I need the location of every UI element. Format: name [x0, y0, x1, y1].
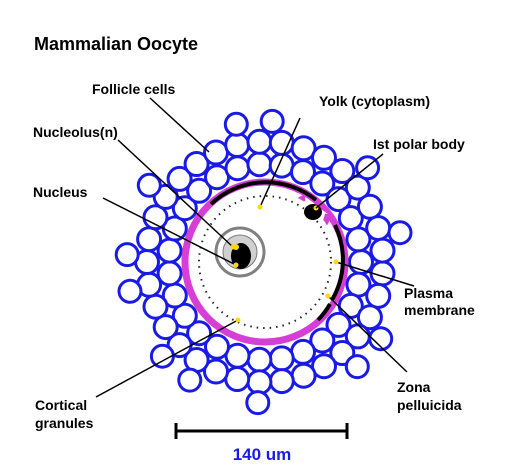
follicle-cell	[136, 226, 163, 253]
follicle-cell	[142, 293, 169, 320]
follicle-cell	[268, 129, 295, 156]
follicle-cell	[117, 278, 143, 304]
follicle-cell	[246, 151, 273, 178]
pointer-tip-yolk	[257, 204, 263, 210]
follicle-cell	[246, 346, 273, 373]
cytoplasm	[193, 190, 337, 334]
label-yolk: Yolk (cytoplasm)	[319, 93, 430, 109]
pointer-zona	[327, 295, 408, 373]
follicle-cell	[171, 302, 198, 329]
follicle-cell	[369, 237, 396, 264]
follicle-cell	[365, 282, 392, 309]
scale-bar-label: 140 um	[233, 445, 292, 464]
label-plasma-1: Plasma	[404, 285, 453, 301]
follicle-cell	[224, 132, 251, 158]
follicle-cell	[368, 326, 394, 352]
label-nucleolus: Nucleolus(n)	[33, 124, 118, 140]
follicle-cell	[344, 174, 371, 201]
follicle-cell	[245, 390, 271, 416]
label-cortical-2: granules	[35, 415, 94, 431]
pointer-nucleolus	[117, 139, 234, 248]
pointer-follicle-cells	[149, 97, 210, 153]
nucleus	[214, 226, 266, 278]
pointer-lines	[95, 97, 415, 398]
label-follicle-cells: Follicle cells	[92, 81, 175, 97]
follicle-cell	[224, 155, 251, 182]
follicle-cell	[224, 366, 251, 392]
follicle-cell	[166, 165, 193, 192]
pointer-tip-cortical-granules	[235, 317, 241, 323]
follicle-cell	[246, 128, 273, 155]
follicle-cell	[203, 358, 229, 385]
pointer-tips	[230, 204, 339, 323]
scale-bar	[174, 423, 349, 439]
follicle-cell	[149, 343, 175, 369]
pointer-plasma-membrane	[335, 261, 415, 287]
follicle-cell	[309, 327, 336, 354]
cortical-granule-ring	[198, 195, 332, 329]
follicle-cell	[142, 204, 169, 231]
pointer-nucleus	[102, 197, 237, 266]
follicle-cell	[186, 177, 213, 204]
follicle-cell	[136, 172, 162, 198]
follicle-cell	[223, 111, 249, 137]
follicle-cell	[290, 338, 316, 365]
follicle-cell	[344, 354, 370, 380]
pointer-tip-nucleolus	[230, 244, 236, 250]
follicle-cell	[365, 215, 392, 242]
polar-body	[304, 204, 322, 220]
diagram-title: Mammalian Oocyte	[34, 34, 198, 54]
label-plasma-2: membrane	[404, 302, 475, 318]
follicle-cell	[329, 158, 356, 184]
follicle-cell	[203, 139, 229, 166]
follicle-cell	[186, 320, 213, 347]
follicle-cell	[309, 170, 336, 197]
follicle-cell	[259, 108, 285, 134]
follicle-cell	[290, 362, 317, 389]
follicle-cell	[152, 314, 179, 341]
label-polar-body: Ist polar body	[373, 136, 465, 152]
follicle-cell	[268, 368, 295, 395]
follicle-cell	[183, 151, 210, 177]
follicle-cell	[325, 311, 352, 338]
label-nucleus: Nucleus	[33, 184, 88, 200]
pointer-tip-zona	[325, 293, 331, 299]
follicle-cell	[387, 220, 413, 246]
pointer-tip-plasma-membrane	[333, 259, 339, 265]
follicle-cell	[311, 353, 337, 380]
label-zona-2: pelluicida	[397, 397, 462, 413]
label-zona-1: Zona	[397, 379, 431, 395]
follicle-cell	[356, 193, 383, 220]
pointer-yolk	[259, 117, 301, 208]
pointer-polar-body	[315, 153, 384, 209]
follicle-cell	[345, 226, 372, 253]
follicle-cell	[177, 367, 203, 393]
follicle-cell	[290, 135, 317, 162]
label-cortical-1: Cortical	[35, 397, 87, 413]
follicle-cell	[311, 144, 337, 171]
plasma-membrane	[209, 180, 345, 322]
follicle-cell	[114, 242, 140, 268]
pointer-cortical-granules	[95, 319, 239, 398]
follicle-cell	[268, 345, 295, 372]
follicle-cell	[171, 195, 198, 222]
pointer-tip-nucleus	[233, 262, 239, 268]
follicle-cell	[356, 304, 383, 331]
follicle-cell	[204, 333, 230, 360]
